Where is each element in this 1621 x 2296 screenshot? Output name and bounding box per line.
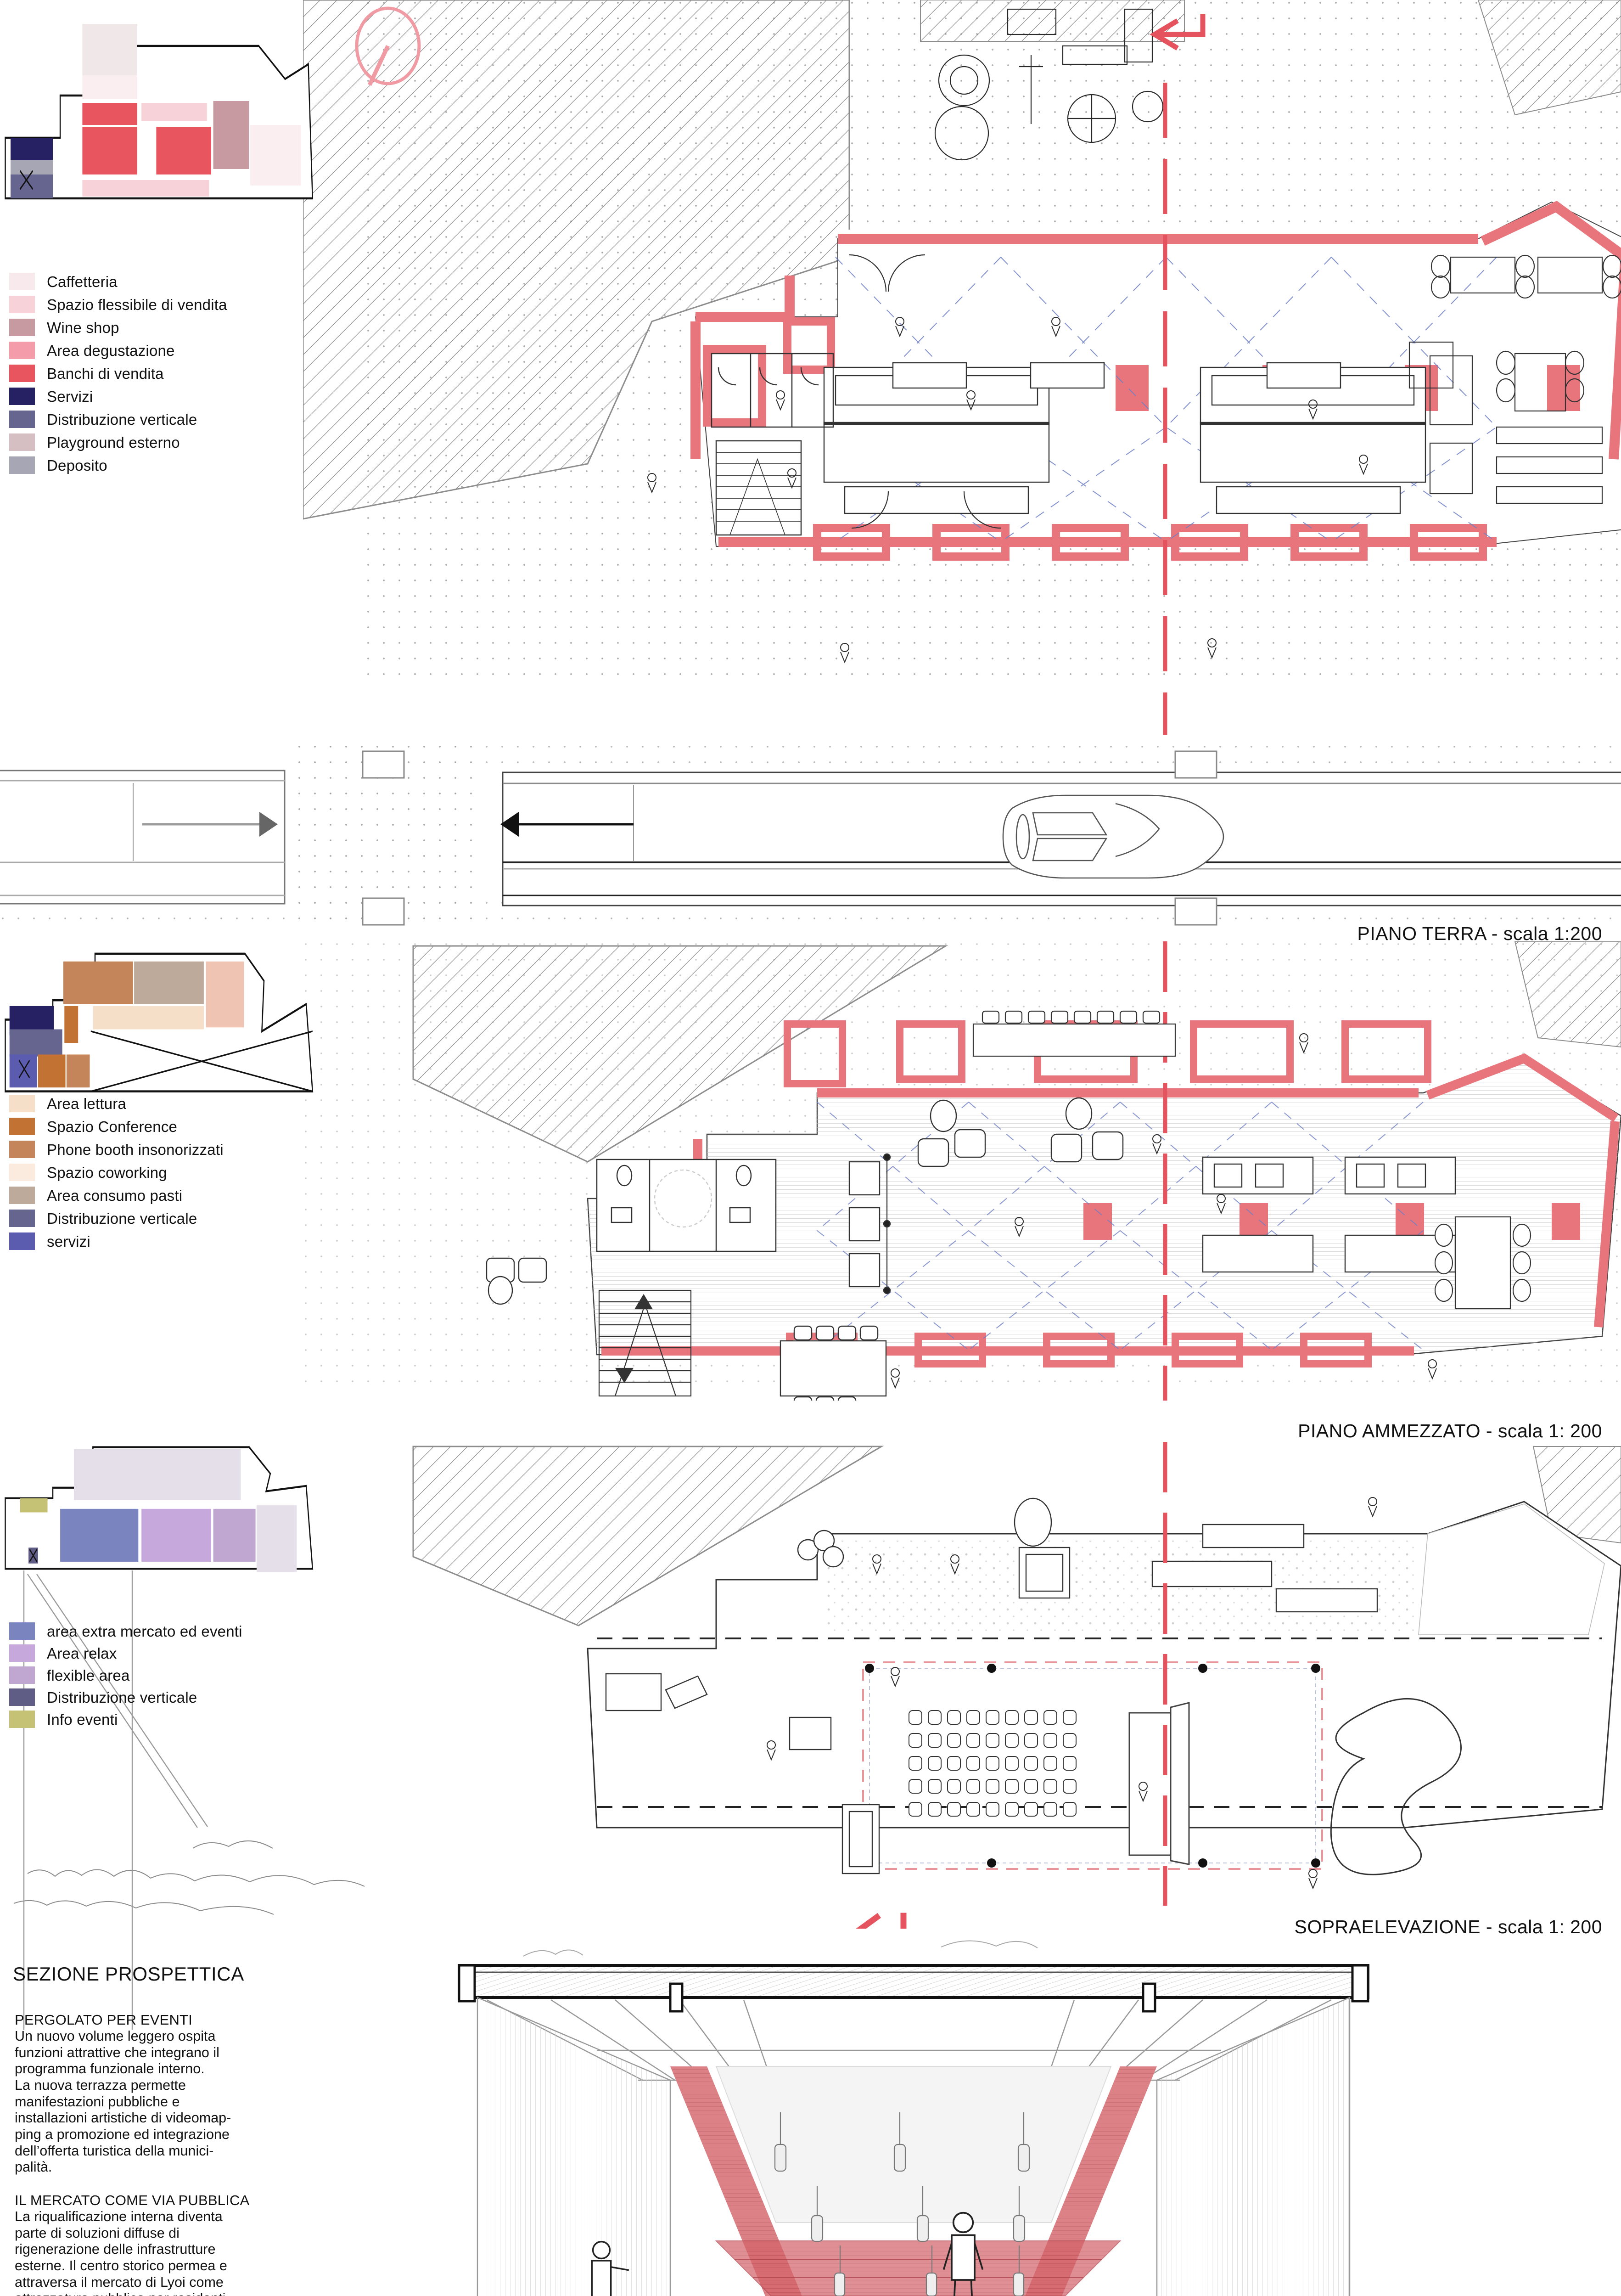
keyplan-piano-terra <box>0 9 317 248</box>
legend-label: Area degustazione <box>47 342 175 359</box>
text-block-mercato: IL MERCATO COME VIA PUBBLICA La riqualif… <box>15 2192 308 2296</box>
legend-label: Wine shop <box>47 319 119 336</box>
legend-item: Area lettura <box>9 1092 224 1115</box>
legend-swatch <box>9 1118 35 1135</box>
keyplan-1-blocks <box>11 24 301 198</box>
legend-swatch <box>9 342 35 359</box>
plan-title-ammezzato: PIANO AMMEZZATO - scala 1: 200 <box>1083 1420 1602 1442</box>
legend-swatch <box>9 273 35 290</box>
legend-item: Distribuzione verticale <box>9 1207 224 1230</box>
legend-item: area extra mercato ed eventi <box>9 1620 242 1642</box>
arrow-right-icon <box>142 812 278 837</box>
legend-label: Area relax <box>47 1644 117 1662</box>
skyline-scribble <box>0 1805 551 1942</box>
legend-item: Distribuzione verticale <box>9 1686 242 1708</box>
legend-item: Phone booth insonorizzati <box>9 1138 224 1161</box>
legend-swatch <box>9 1232 35 1250</box>
legend-sopraelevazione: area extra mercato ed eventi Area relax … <box>9 1620 242 1730</box>
text-block-pergolato: PERGOLATO PER EVENTI Un nuovo volume leg… <box>15 2012 308 2176</box>
legend-label: Distribuzione verticale <box>47 411 197 428</box>
car-top-view-icon <box>1002 794 1224 879</box>
legend-item: Area degustazione <box>9 339 227 362</box>
legend-label: Banchi di vendita <box>47 365 164 382</box>
legend-swatch <box>9 1666 35 1684</box>
arrow-left-icon <box>500 812 634 837</box>
street-band-piano-terra <box>0 744 1621 928</box>
legend-swatch <box>9 1141 35 1158</box>
legend-swatch <box>9 1688 35 1706</box>
legend-piano-terra: Caffetteria Spazio flessibile di vendita… <box>9 270 227 477</box>
legend-ammezzato: Area lettura Spazio Conference Phone boo… <box>9 1092 224 1253</box>
legend-item: Banchi di vendita <box>9 362 227 385</box>
legend-swatch <box>9 1095 35 1112</box>
legend-swatch <box>9 319 35 336</box>
legend-swatch <box>9 1644 35 1662</box>
legend-item: Spazio coworking <box>9 1161 224 1184</box>
pergola-volume <box>458 1964 1369 2296</box>
legend-item: Wine shop <box>9 316 227 339</box>
legend-label: servizi <box>47 1232 90 1250</box>
legend-swatch <box>9 1164 35 1181</box>
legend-item: Playground esterno <box>9 431 227 454</box>
section-title: SEZIONE PROSPETTICA <box>13 1963 244 1985</box>
legend-label: Phone booth insonorizzati <box>47 1141 224 1158</box>
north-arrow-icon <box>355 6 421 86</box>
legend-label: Playground esterno <box>47 433 180 451</box>
legend-label: Caffetteria <box>47 273 118 290</box>
keyplan-sopraelevazione <box>0 1442 317 1593</box>
paragraph-body: La riqualificazione interna diventa part… <box>15 2209 227 2296</box>
sopraelevazione-drawing <box>303 1442 1621 1906</box>
legend-swatch <box>9 388 35 405</box>
paragraph-body: Un nuovo volume leggero ospita funzioni … <box>15 2028 231 2175</box>
plan-title-text: PIANO TERRA - scala 1:200 <box>1357 923 1602 944</box>
legend-item: Spazio Conference <box>9 1115 224 1138</box>
legend-swatch <box>9 1711 35 1728</box>
legend-label: Servizi <box>47 388 93 405</box>
legend-item: servizi <box>9 1230 224 1253</box>
legend-swatch <box>9 433 35 451</box>
legend-label: Spazio Conference <box>47 1118 178 1135</box>
sezione-prospettica-drawing <box>0 1929 1621 2296</box>
legend-swatch <box>9 1187 35 1204</box>
legend-item: Deposito <box>9 454 227 477</box>
legend-item: Caffetteria <box>9 270 227 293</box>
legend-label: Spazio coworking <box>47 1164 167 1181</box>
legend-label: Area consumo pasti <box>47 1187 183 1204</box>
piano-ammezzato-drawing <box>303 941 1621 1401</box>
legend-label: Spazio flessibile di vendita <box>47 296 227 313</box>
plan-title-sopraelevazione: SOPRAELEVAZIONE - scala 1: 200 <box>1083 1916 1602 1938</box>
legend-label: flexible area <box>47 1666 130 1684</box>
legend-item: Distribuzione verticale <box>9 408 227 431</box>
legend-swatch <box>9 1210 35 1227</box>
plan-title-text: SOPRAELEVAZIONE - scala 1: 200 <box>1294 1916 1602 1937</box>
legend-item: Spazio flessibile di vendita <box>9 293 227 316</box>
piano-terra-drawing <box>303 0 1621 735</box>
keyplan-ammezzato <box>0 946 317 1120</box>
paragraph-heading: PERGOLATO PER EVENTI <box>15 2012 193 2028</box>
keyplan-3-blocks <box>20 1449 297 1572</box>
legend-item: Info eventi <box>9 1708 242 1730</box>
legend-swatch <box>9 411 35 428</box>
plan-title-text: PIANO AMMEZZATO - scala 1: 200 <box>1298 1420 1602 1441</box>
legend-label: Info eventi <box>47 1711 118 1728</box>
legend-label: Area lettura <box>47 1095 126 1112</box>
legend-swatch <box>9 296 35 313</box>
legend-swatch <box>9 1622 35 1640</box>
legend-item: Area consumo pasti <box>9 1184 224 1207</box>
legend-label: Distribuzione verticale <box>47 1210 197 1227</box>
legend-label: area extra mercato ed eventi <box>47 1622 242 1640</box>
paragraph-heading: IL MERCATO COME VIA PUBBLICA <box>15 2192 250 2209</box>
legend-item: flexible area <box>9 1664 242 1686</box>
keyplan-2-blocks <box>9 961 313 1092</box>
section-marker-icon <box>1150 14 1206 51</box>
legend-swatch <box>9 365 35 382</box>
legend-label: Deposito <box>47 456 107 474</box>
legend-label: Distribuzione verticale <box>47 1688 197 1706</box>
plan-title-piano-terra: PIANO TERRA - scala 1:200 <box>1083 923 1602 945</box>
legend-item: Area relax <box>9 1642 242 1664</box>
legend-swatch <box>9 456 35 474</box>
legend-item: Servizi <box>9 385 227 408</box>
section-text-column: SEZIONE PROSPETTICA PERGOLATO PER EVENTI… <box>5 1963 308 2296</box>
